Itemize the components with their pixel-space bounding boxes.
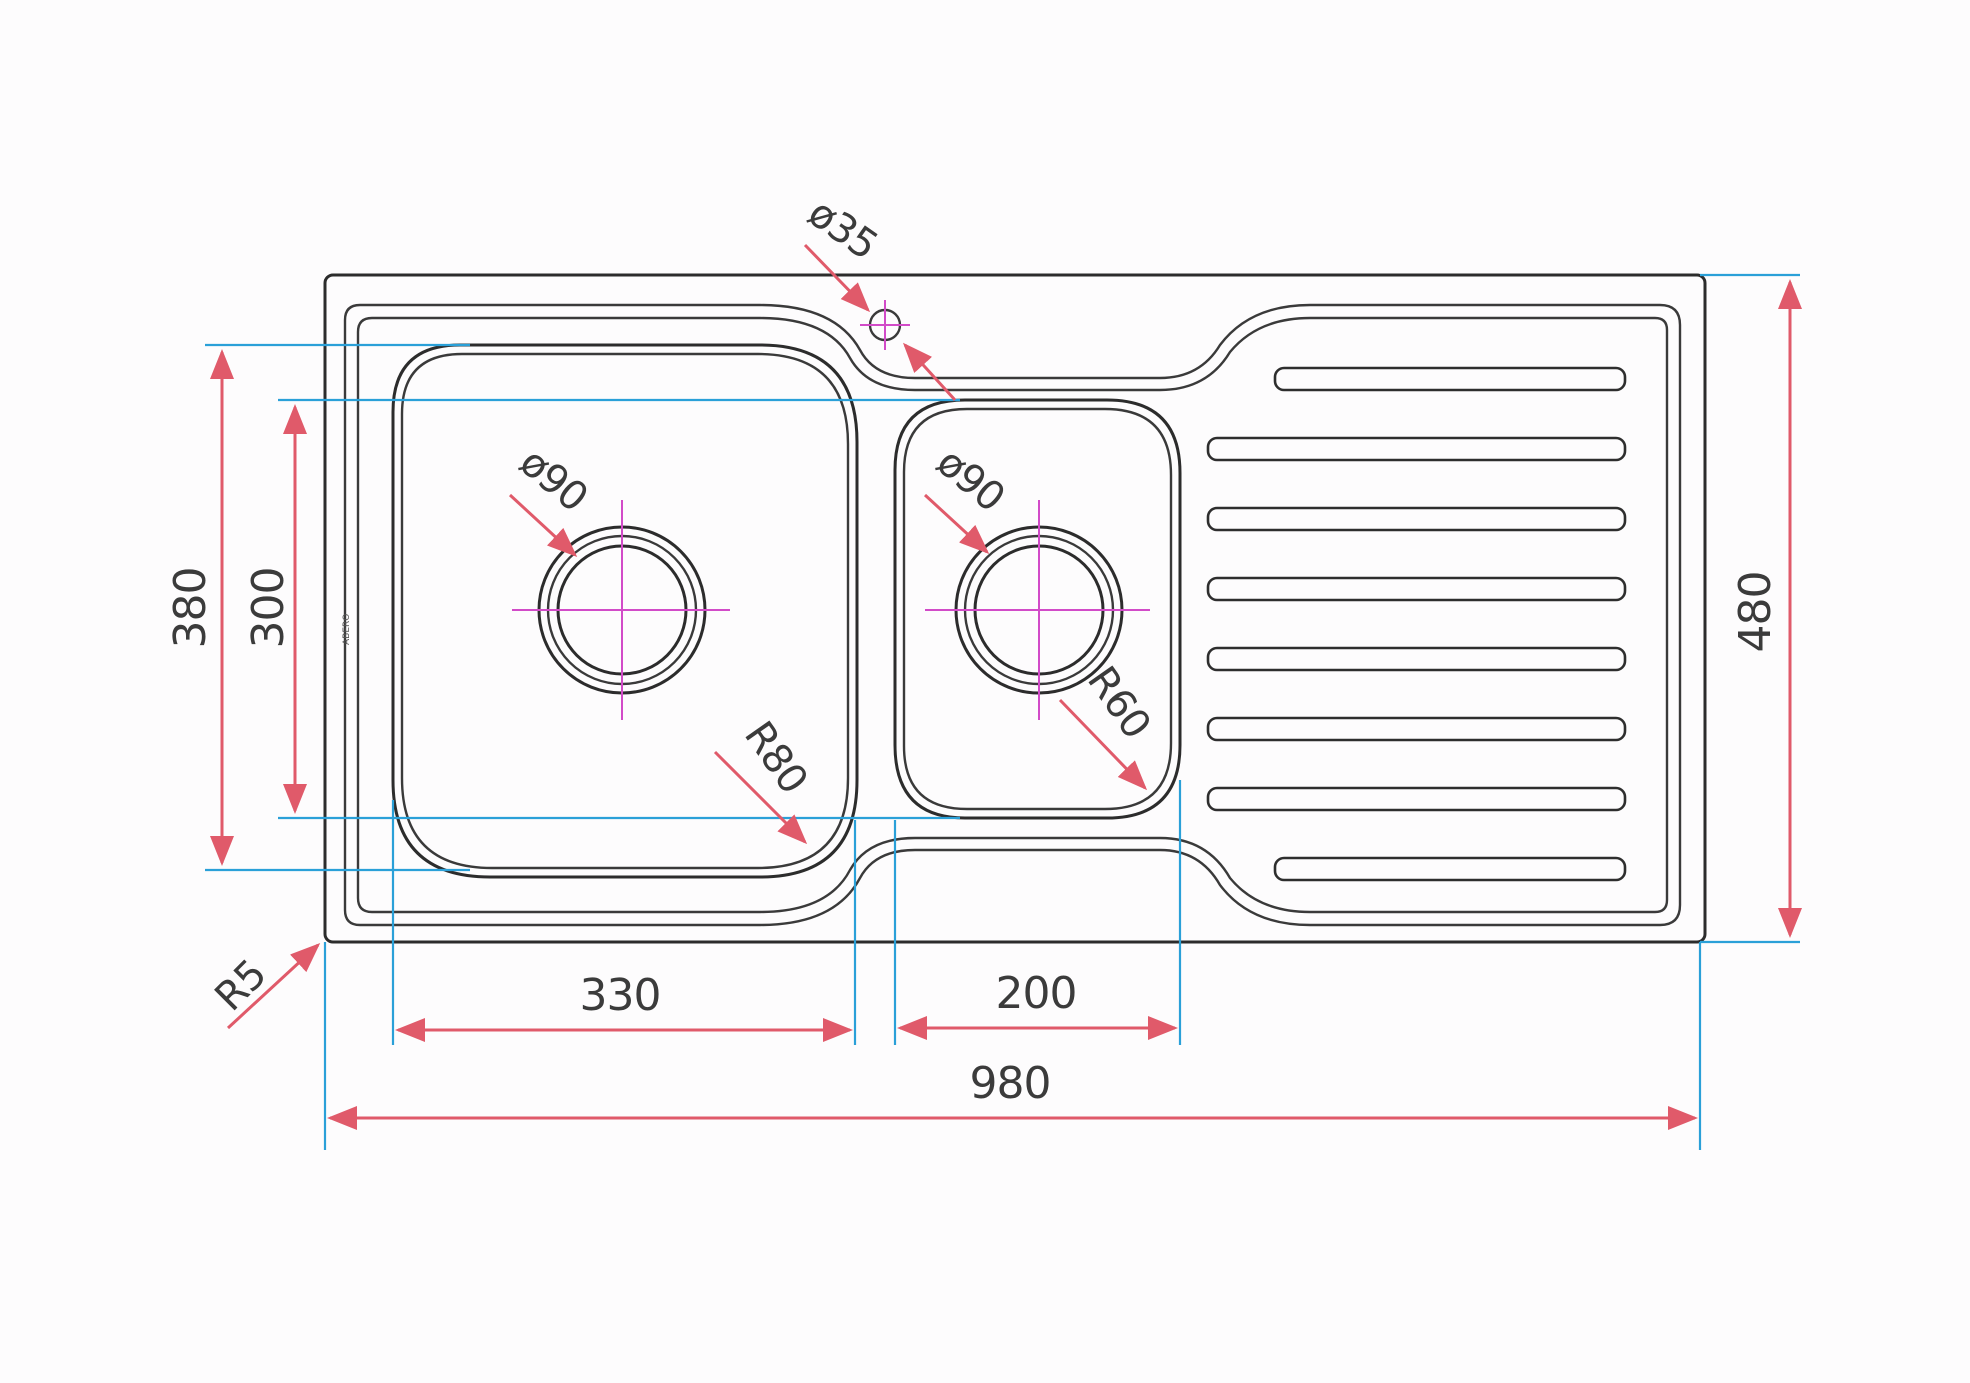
leader-corner-radius bbox=[226, 942, 321, 1030]
drainer-rib bbox=[1206, 506, 1627, 532]
label-main-bowl-depth: 380 bbox=[165, 568, 216, 649]
sink-inner-rim-inner bbox=[356, 316, 1669, 914]
leader-main-bowl-radius bbox=[713, 750, 808, 845]
label-main-bowl-width: 330 bbox=[580, 970, 661, 1021]
dimension-lines bbox=[210, 243, 1802, 1130]
brand-logo: ABERO bbox=[342, 614, 352, 645]
extension-lines bbox=[205, 273, 1800, 1150]
leader-main-waste bbox=[508, 493, 578, 558]
dimension-labels: 980 330 200 480 380 300 R5 R80 R60 ø35 ø… bbox=[165, 190, 1781, 1109]
drainer-rib bbox=[1206, 576, 1627, 602]
label-corner-radius: R5 bbox=[206, 951, 275, 1020]
drainer-ribs bbox=[1206, 366, 1627, 882]
label-overall-width: 980 bbox=[970, 1058, 1051, 1109]
leader-second-bowl-radius bbox=[1058, 698, 1148, 791]
second-bowl-inner bbox=[902, 407, 1173, 811]
leader-tap-hole-b bbox=[902, 342, 957, 402]
label-second-bowl-depth: 300 bbox=[243, 568, 294, 649]
label-overall-depth: 480 bbox=[1730, 572, 1781, 653]
drainer-rib bbox=[1206, 786, 1627, 812]
leader-second-waste bbox=[923, 493, 990, 555]
second-bowl bbox=[893, 398, 1182, 820]
label-second-bowl-width: 200 bbox=[996, 968, 1077, 1019]
leader-tap-hole-a bbox=[803, 243, 871, 313]
sink-outline: ABERO bbox=[323, 273, 1707, 944]
center-marks bbox=[512, 300, 1150, 720]
sink-outer-rim bbox=[323, 273, 1707, 944]
drainer-rib bbox=[1206, 436, 1627, 462]
label-main-bowl-radius: R80 bbox=[735, 713, 816, 801]
drainer-rib bbox=[1273, 856, 1627, 882]
label-tap-hole-diameter: ø35 bbox=[800, 190, 886, 269]
main-bowl-inner bbox=[400, 352, 850, 870]
sink-inner-rim-outer bbox=[343, 303, 1682, 927]
drainer-rib bbox=[1206, 716, 1627, 742]
main-bowl bbox=[391, 343, 859, 879]
drainer-rib bbox=[1273, 366, 1627, 392]
drainer-rib bbox=[1206, 646, 1627, 672]
